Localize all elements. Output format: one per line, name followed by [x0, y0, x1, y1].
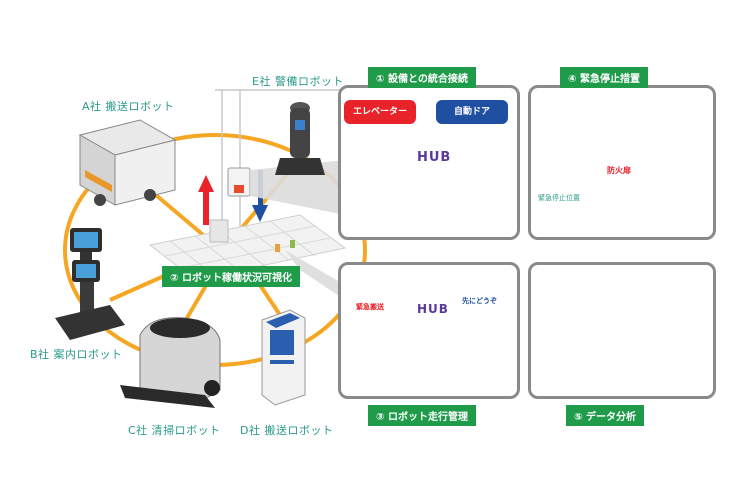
stop-position-label: 緊急停止位置	[538, 194, 580, 202]
after-you-label: 先にどうぞ	[462, 297, 497, 305]
feature-4-tag: ④ 緊急停止措置	[560, 67, 648, 88]
feature-3-tag: ③ ロボット走行管理	[368, 405, 476, 426]
feature-1-tag: ① 設備との統合接続	[368, 67, 476, 88]
c-cleaning-label: C社 清掃ロボット	[128, 424, 221, 437]
c-cleaning-robot	[120, 317, 221, 408]
panel-emergency-stop	[528, 85, 716, 240]
hub-logo-1: HUB	[417, 150, 452, 165]
d-transport-label: D社 搬送ロボット	[240, 424, 334, 437]
floor-plan	[148, 214, 347, 281]
auto-door-button: 自動ドア	[436, 100, 508, 124]
panel-data-analysis	[528, 262, 716, 399]
upload-arrow	[198, 175, 214, 225]
a-transport-robot	[78, 119, 177, 206]
e-security-robot	[275, 102, 325, 175]
b-guide-robot	[55, 228, 125, 340]
feature-2-tag: ② ロボット稼働状況可視化	[162, 266, 300, 287]
feature-5-tag: ⑤ データ分析	[566, 405, 644, 426]
elevator-button: エレベーター	[344, 100, 416, 124]
e-security-label: E社 警備ロボット	[252, 75, 344, 88]
emergency-label: 緊急搬送	[356, 303, 384, 311]
panel-travel-management	[338, 262, 520, 399]
a-transport-label: A社 搬送ロボット	[82, 100, 175, 113]
fire-door-label: 防火扉	[607, 166, 631, 175]
b-guide-label: B社 案内ロボット	[30, 348, 123, 361]
d-transport-robot	[261, 309, 306, 406]
hub-logo-3: HUB	[417, 302, 449, 316]
